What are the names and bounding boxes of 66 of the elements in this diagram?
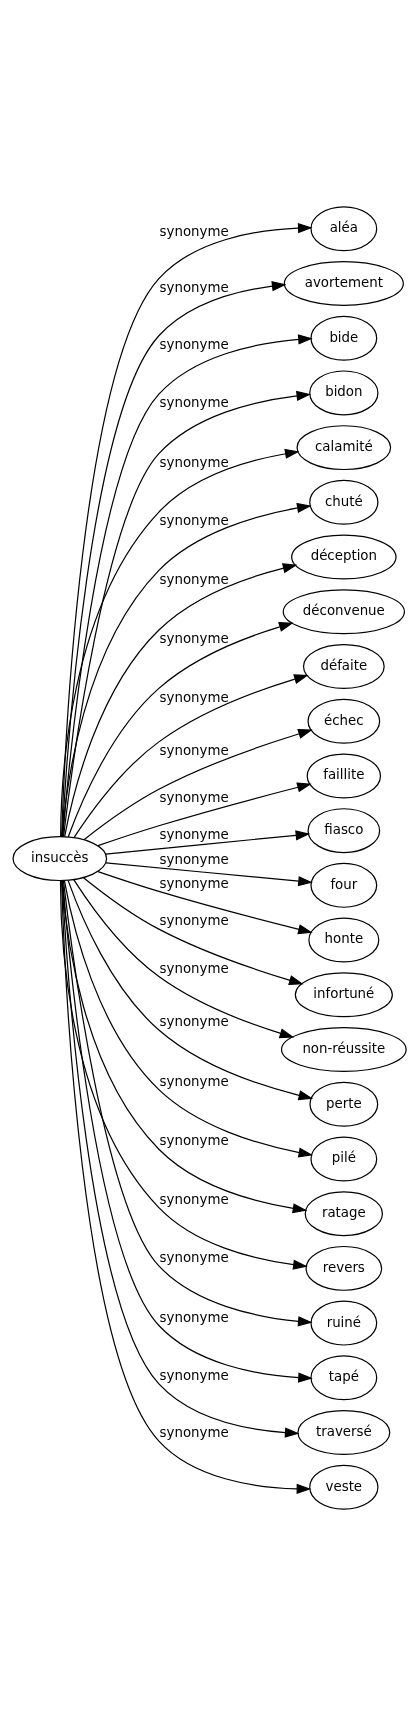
arrow — [105, 861, 313, 886]
arrow — [67, 879, 314, 1100]
node-ellipse: aléa — [310, 205, 378, 251]
arrow — [73, 878, 295, 1038]
node-ellipse: pilé — [310, 1135, 378, 1181]
edge-label: synonyme — [159, 1367, 229, 1383]
edge-label: synonyme — [159, 1073, 229, 1089]
edge-label: synonyme — [159, 512, 229, 528]
node-ellipse: insuccès — [12, 835, 108, 881]
arrow — [105, 829, 311, 855]
arrow — [67, 621, 294, 837]
node-ellipse: chuté — [309, 479, 379, 525]
node-ellipse: faillite — [306, 752, 382, 798]
edge-label: synonyme — [159, 689, 229, 705]
edge-label: synonyme — [159, 630, 229, 646]
arrow — [61, 280, 287, 837]
edge-label: synonyme — [159, 1309, 229, 1325]
edge-label: synonyme — [159, 826, 229, 842]
edge-label: synonyme — [159, 851, 229, 867]
arrow — [83, 728, 313, 840]
node-ellipse: tapé — [310, 1354, 378, 1400]
node-ellipse: calamité — [296, 424, 392, 470]
edge-label: synonyme — [159, 1013, 229, 1029]
node-ellipse: four — [310, 862, 378, 908]
arrow — [73, 673, 309, 838]
edge-label: synonyme — [159, 394, 229, 410]
edge-label: synonyme — [159, 279, 229, 295]
arrow — [59, 879, 308, 1270]
edge-label: synonyme — [159, 789, 229, 805]
node-ellipse: veste — [309, 1464, 379, 1510]
edge-label: synonyme — [159, 571, 229, 587]
edge-label: synonyme — [159, 875, 229, 891]
edge-label: synonyme — [159, 742, 229, 758]
node-ellipse: déception — [291, 534, 397, 580]
edge-label: synonyme — [159, 1424, 229, 1440]
node-ellipse: fiasco — [307, 807, 381, 853]
node-ellipse: défaite — [302, 643, 385, 689]
node-ellipse: traversé — [297, 1409, 391, 1455]
edge-label: synonyme — [159, 1249, 229, 1265]
edge-label: synonyme — [159, 454, 229, 470]
arrow — [97, 870, 313, 934]
node-ellipse: honte — [308, 917, 380, 963]
node-ellipse: ratage — [304, 1190, 384, 1236]
edge-label: synonyme — [159, 960, 229, 976]
arrow — [61, 879, 308, 1213]
arrow — [60, 448, 300, 837]
edge-label: synonyme — [159, 223, 229, 239]
node-ellipse: déconvenue — [282, 588, 406, 634]
edge-label: synonyme — [159, 336, 229, 352]
arrow — [63, 879, 314, 1158]
arrow — [97, 781, 312, 846]
node-ellipse: revers — [305, 1245, 383, 1291]
node-ellipse: perte — [309, 1081, 379, 1127]
edge-label: synonyme — [159, 912, 229, 928]
arrow — [61, 502, 312, 837]
edge-label: synonyme — [159, 1191, 229, 1207]
node-ellipse: échec — [307, 698, 381, 744]
node-ellipse: infortuné — [294, 971, 393, 1017]
arrow — [61, 222, 313, 837]
node-ellipse: ruiné — [310, 1300, 378, 1346]
edge-label: synonyme — [159, 1132, 229, 1148]
node-ellipse: bidon — [309, 369, 379, 415]
node-ellipse: bide — [310, 315, 378, 361]
node-ellipse: avortement — [283, 260, 404, 306]
arrow — [82, 876, 304, 985]
arrow — [64, 562, 298, 837]
